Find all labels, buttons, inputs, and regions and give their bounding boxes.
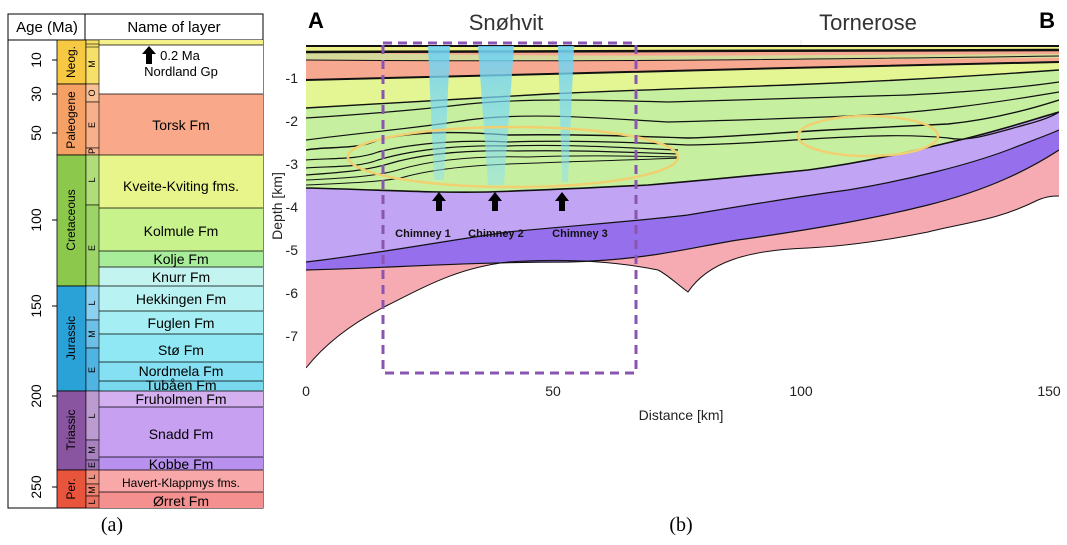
- epoch-label: L: [87, 413, 97, 418]
- age-tick: 50: [28, 125, 44, 141]
- x-tick: 150: [1037, 383, 1061, 399]
- layer-name: Stø Fm: [158, 342, 204, 358]
- up-arrow-icon: [432, 192, 446, 211]
- epoch-label: E: [87, 367, 97, 373]
- layer-name: Nordland Gp: [144, 64, 218, 79]
- stratigraphic-column-svg: Age (Ma) Name of layer: [7, 13, 264, 536]
- below-section: [306, 196, 1059, 372]
- layer-name: Fuglen Fm: [148, 315, 215, 331]
- tornerose-title: Tornerose: [819, 10, 917, 35]
- layer-name: Fruholmen Fm: [135, 391, 226, 407]
- y-tick: -4: [286, 199, 299, 215]
- up-arrow-icon: [142, 46, 156, 64]
- layer-name: Havert-Klappmys fms.: [122, 476, 240, 490]
- chimney-3-label: Chimney 3: [552, 228, 608, 240]
- x-tick: 100: [789, 383, 813, 399]
- layer-name-header: Name of layer: [127, 19, 220, 36]
- period-jurassic: Jurassic: [64, 316, 78, 360]
- period-neogene: Neog.: [64, 46, 78, 78]
- layer-name: Snadd Fm: [149, 426, 214, 442]
- layer-purple-dark: [306, 130, 1059, 270]
- layer-name: Knurr Fm: [152, 269, 210, 285]
- layer-name: Ørret Fm: [153, 493, 209, 509]
- age-tick: 30: [28, 86, 44, 102]
- caption-b: (b): [669, 514, 692, 536]
- cross-section-panel: Chimney 1 Chimney 2 Chimney 3 A B Snøhvi…: [268, 0, 1067, 540]
- layer-name: Kveite-Kviting fms.: [123, 178, 239, 194]
- stratigraphic-column-panel: Age (Ma) Name of layer: [0, 0, 268, 540]
- layer-purple-light: [306, 112, 1059, 262]
- layer-name: Hekkingen Fm: [136, 291, 226, 307]
- y-axis-label: Depth [km]: [269, 172, 285, 240]
- period-cretaceous: Cretaceous: [64, 189, 78, 250]
- layer-name: 0.2 Ma: [160, 48, 201, 63]
- y-tick: -1: [286, 70, 299, 86]
- layer-name: Kolje Fm: [153, 251, 208, 267]
- age-tick: 10: [28, 52, 44, 68]
- layer-name: Kobbe Fm: [149, 456, 214, 472]
- epoch-label: M: [87, 486, 97, 494]
- y-axis-ticks: -1 -2 -3 -4 -5 -6 -7: [286, 70, 299, 344]
- epoch-label: L: [87, 474, 97, 479]
- tornerose-ellipse: [796, 114, 940, 158]
- period-paleogene: Paleogene: [64, 91, 78, 149]
- period-column: [56, 39, 87, 509]
- epoch-label: O: [87, 89, 97, 96]
- y-tick: -5: [286, 242, 299, 258]
- layer-boundaries: [99, 44, 263, 493]
- layer-name: Tubåen Fm: [145, 377, 216, 393]
- y-tick: -6: [286, 285, 299, 301]
- caption-a: (a): [101, 514, 123, 536]
- age-tick: 250: [28, 475, 44, 499]
- epoch-label: L: [87, 177, 97, 182]
- snohvit-ellipse: [346, 125, 680, 189]
- point-b-label: B: [1039, 8, 1055, 33]
- period-permian: Per.: [64, 478, 78, 499]
- y-tick: -7: [286, 328, 299, 344]
- epoch-label: L: [87, 300, 97, 305]
- x-axis-ticks: 0 50 100 150: [302, 383, 1061, 399]
- epoch-label: E: [87, 462, 97, 468]
- horizon-lines: [306, 45, 1059, 369]
- x-axis-label: Distance [km]: [639, 407, 724, 423]
- epoch-label: M: [87, 60, 97, 68]
- period-triassic: Triassic: [64, 410, 78, 451]
- age-tick: 150: [28, 294, 44, 318]
- epoch-label: E: [87, 245, 97, 251]
- chimney-3-column: [558, 46, 574, 182]
- chimney-2-label: Chimney 2: [468, 228, 524, 240]
- snohvit-title: Snøhvit: [469, 10, 544, 35]
- chimneys: [428, 46, 574, 185]
- age-header: Age (Ma): [16, 19, 78, 36]
- epoch-label: E: [87, 122, 97, 128]
- epoch-column: [85, 39, 100, 509]
- y-tick: -2: [286, 113, 299, 129]
- x-tick: 0: [302, 383, 310, 399]
- layer-name: Nordmela Fm: [139, 363, 224, 379]
- layer-name: Kolmule Fm: [144, 223, 219, 239]
- chimney-1-column: [428, 46, 450, 180]
- point-a-label: A: [308, 8, 324, 33]
- layer-bands: [99, 40, 263, 508]
- epoch-label: M: [87, 330, 97, 338]
- epoch-label: M: [87, 446, 97, 454]
- epoch-label: L: [87, 499, 97, 504]
- chimney-2-column: [478, 46, 514, 185]
- up-arrow-icon: [488, 192, 502, 211]
- age-tick: 200: [28, 384, 44, 408]
- y-tick: -3: [286, 156, 299, 172]
- geological-layers: [306, 45, 1059, 372]
- cross-section-svg: Chimney 1 Chimney 2 Chimney 3 A B Snøhvi…: [269, 8, 1061, 536]
- up-arrow-icon: [555, 192, 569, 211]
- epoch-label: P: [87, 148, 97, 154]
- chimney-1-label: Chimney 1: [395, 228, 451, 240]
- chimney-arrows: [432, 192, 569, 211]
- x-tick: 50: [545, 383, 561, 399]
- age-tick: 100: [28, 208, 44, 232]
- layer-name: Torsk Fm: [152, 117, 210, 133]
- snohvit-dashed-box: [381, 41, 638, 375]
